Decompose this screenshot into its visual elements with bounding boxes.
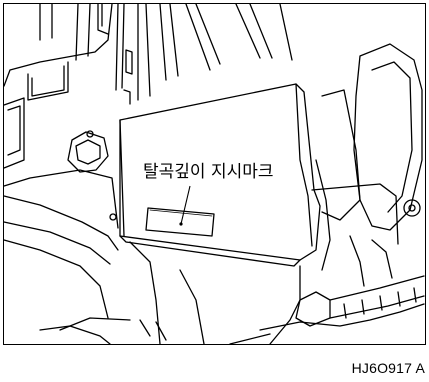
leader-line [180, 185, 191, 225]
knob [67, 131, 109, 173]
callout-label: 탈곡깊이 지시마크 [140, 161, 277, 183]
track [329, 275, 425, 301]
figure-frame [3, 3, 426, 345]
figure-code: HJ6O917 A [351, 360, 425, 376]
cover-panel [119, 83, 321, 261]
cab-frame [3, 3, 113, 87]
inspection-plate [145, 207, 215, 237]
